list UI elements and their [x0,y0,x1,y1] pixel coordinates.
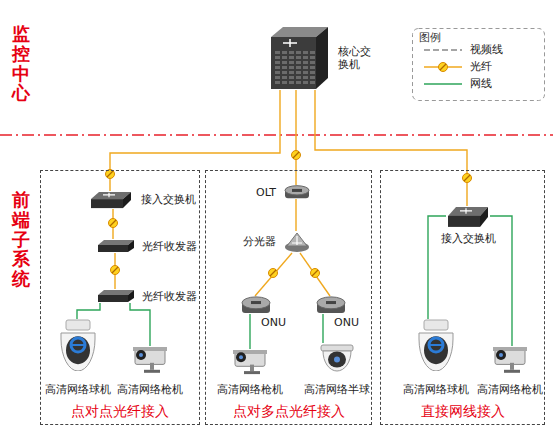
device-label: 核心交换机 [338,45,374,71]
region-box: 点对点光纤接入接入交换机光纤收发器光纤收发器高清网络球机高清网络枪机 [40,170,200,425]
red-dash-divider [0,134,553,135]
region-caption: 直接网线接入 [381,403,544,419]
device-icon [89,191,133,209]
fiber-joint-mark [293,152,299,158]
dome-device: 高清网络球机 [416,319,456,371]
device-label: ONU [334,316,359,329]
fiber-joint [109,219,118,228]
device-icon [58,319,98,371]
device-label: 接入交换机 [441,232,496,245]
device-label: 高清网络球机 [403,383,469,396]
fiber-joint-mark [107,171,113,177]
fiber-joint [439,63,448,72]
device-icon [96,239,136,253]
device-label: 光纤收发器 [142,240,197,253]
region-box: 直接网线接入接入交换机高清网络球机高清网络枪机 [380,170,545,425]
device-icon [284,185,310,199]
fiber-joint-mark [312,270,318,276]
fiber-joint-mark [110,220,116,226]
device-icon [446,206,490,228]
device-icon [96,289,136,303]
trans-device: 光纤收发器 [96,239,136,253]
core-device: 核心交换机 [265,25,330,90]
fiber-joint [111,266,120,275]
device-label: 分光器 [243,235,276,248]
network-cable [428,216,446,319]
network-cable [249,314,250,349]
bullet-device: 高清网络枪机 [131,346,169,374]
onu-device: ONU [241,296,271,314]
fiber-connector [255,253,292,296]
switch-device: 接入交换机 [446,206,490,228]
half-device: 高清网络半球 [319,343,355,373]
fiber-joint-mark [112,267,118,273]
device-label: 光纤收发器 [142,290,197,303]
fiber-joint-mark [464,175,470,181]
legend-text: 视频线 [470,43,503,56]
fiber-joint [269,269,278,278]
fiber-joint [292,151,301,160]
fiber-joint [463,174,472,183]
fiber-connector [300,253,330,296]
fiber-joint [311,269,320,278]
device-icon [241,296,271,314]
fiber-connector [110,90,280,191]
network-cable [130,303,150,346]
device-label: OLT [256,186,276,199]
device-label: 高清网络枪机 [217,383,283,396]
device-icon [284,231,310,253]
legend-text: 光纤 [470,60,492,73]
legend-text: 网线 [470,77,492,90]
device-icon [416,319,456,371]
section-title: 前端子系统 [12,190,30,289]
device-label: 高清网络半球 [304,383,370,396]
olt-device: OLT [284,185,310,199]
device-icon [131,346,169,374]
fiber-connector [315,90,467,206]
onu-device: ONU [316,296,346,314]
device-label: 接入交换机 [141,193,196,206]
region-caption: 点对多点光纤接入 [206,403,371,419]
split-device: 分光器 [284,231,310,253]
network-cable [77,303,100,319]
device-label: 高清网络枪机 [477,383,543,396]
device-icon [231,349,269,375]
bullet-device: 高清网络枪机 [491,346,529,374]
device-label: 高清网络球机 [45,383,111,396]
bullet-device: 高清网络枪机 [231,349,269,375]
device-label: ONU [261,316,286,329]
network-cable [322,314,323,343]
dome-device: 高清网络球机 [58,319,98,371]
device-icon [319,343,355,373]
region-box: 点对多点光纤接入OLT分光器ONUONU高清网络枪机高清网络半球 [205,170,372,425]
device-label: 高清网络枪机 [117,383,183,396]
region-caption: 点对点光纤接入 [41,403,199,419]
fiber-connector [295,199,296,231]
device-icon [265,25,330,90]
fiber-joint-mark [270,270,276,276]
section-title: 监控中心 [12,24,30,103]
legend-sample [424,49,462,51]
fiber-joint-mark [440,64,446,70]
switch-device: 接入交换机 [89,191,133,209]
device-icon [316,296,346,314]
trans-device: 光纤收发器 [96,289,136,303]
legend-sample [424,83,462,85]
legend-title: 图例 [419,31,441,44]
device-icon [491,346,529,374]
legend-frame [413,29,545,101]
